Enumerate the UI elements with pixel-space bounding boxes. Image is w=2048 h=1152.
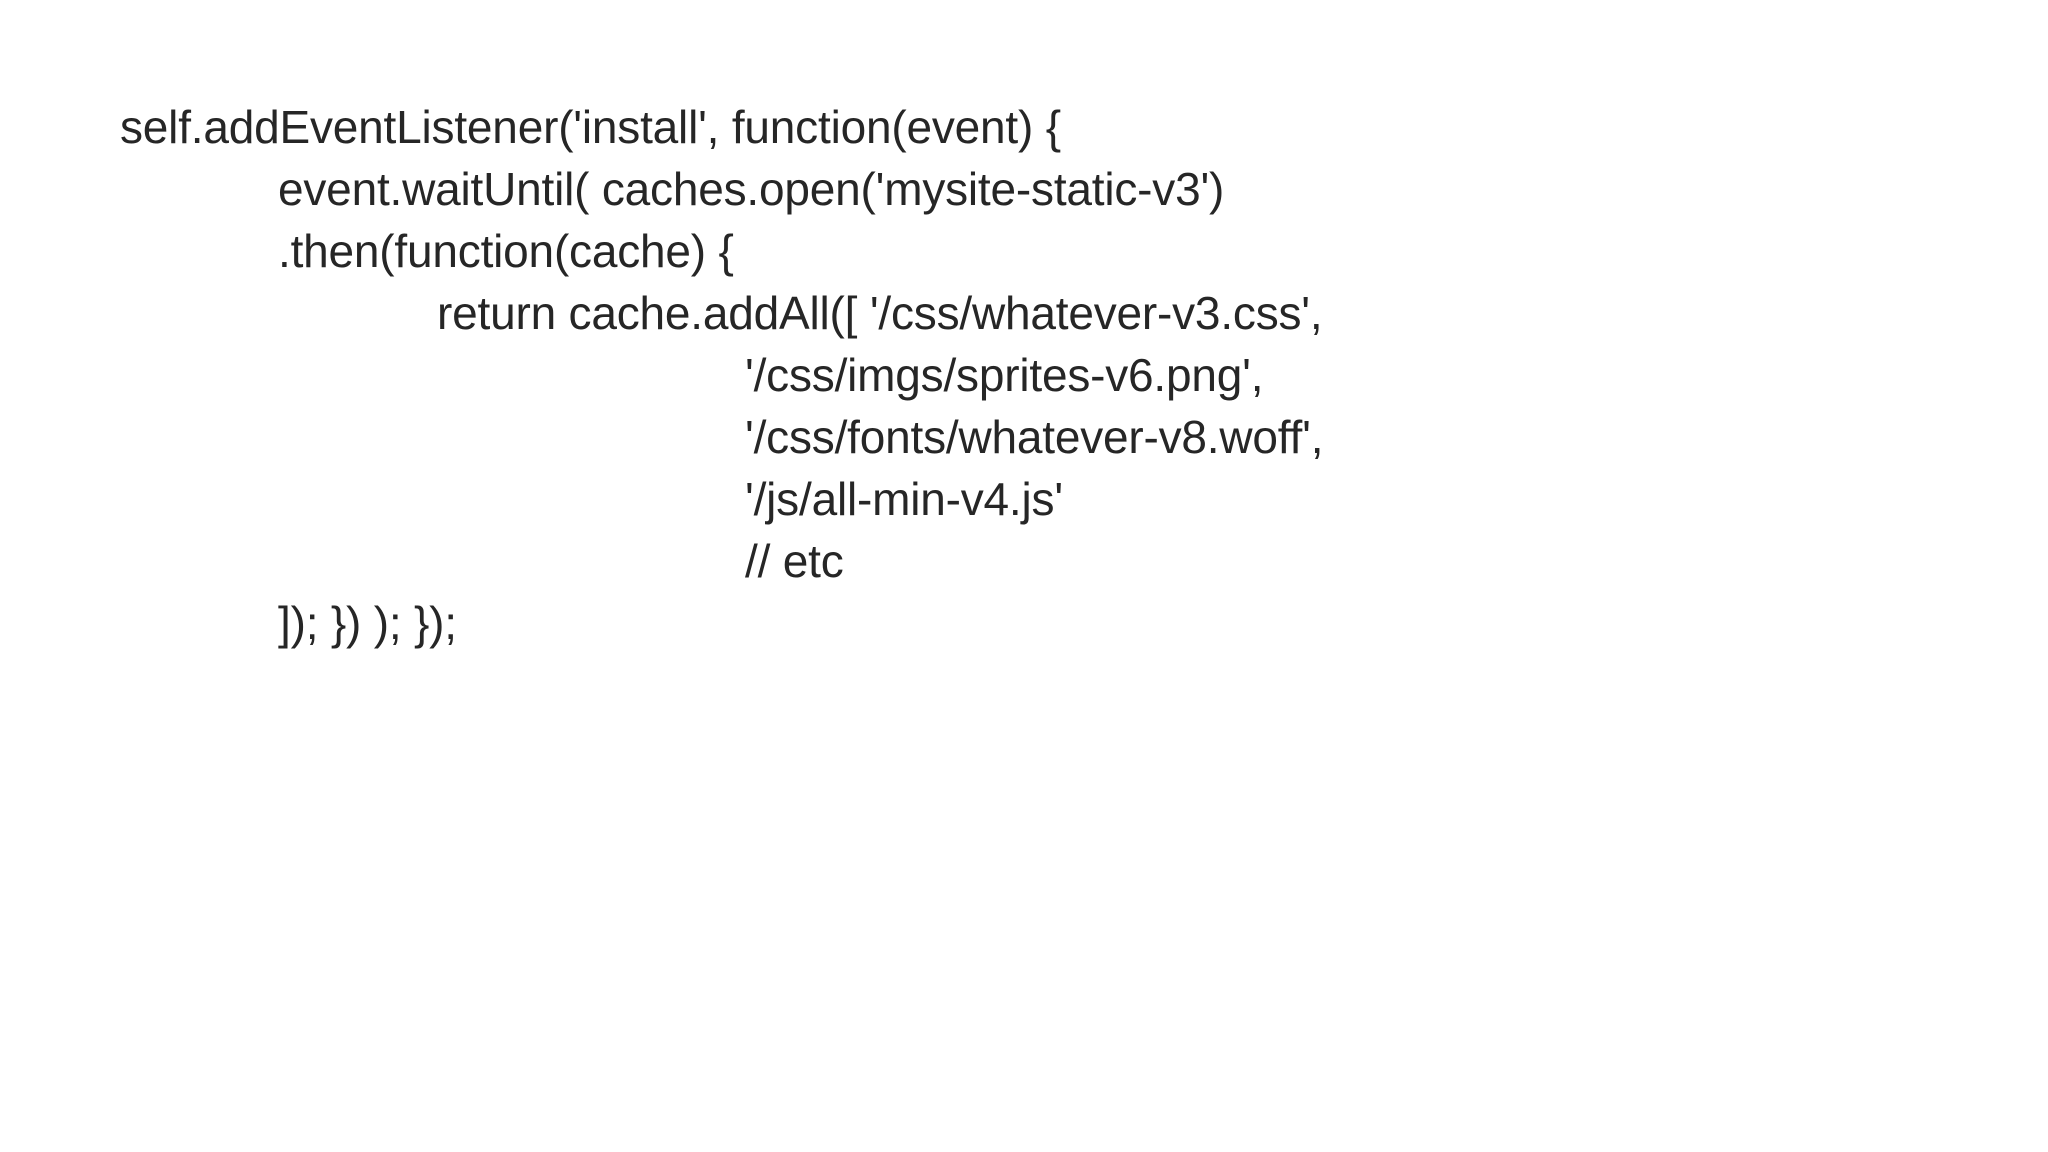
code-line-1: self.addEventListener('install', functio… <box>120 101 1061 153</box>
code-content: self.addEventListener('install', functio… <box>0 96 2048 654</box>
code-block: self.addEventListener('install', functio… <box>0 96 2048 654</box>
code-line-8-comment: // etc <box>745 535 844 587</box>
code-line-9-closers: ]); }) ); }); <box>278 597 457 649</box>
code-line-2: event.waitUntil( caches.open('mysite-sta… <box>278 163 1225 215</box>
code-line-4: return cache.addAll([ '/css/whatever-v3.… <box>437 287 1323 339</box>
code-line-7: '/js/all-min-v4.js' <box>745 473 1063 525</box>
code-line-6: '/css/fonts/whatever-v8.woff', <box>745 411 1324 463</box>
code-line-5: '/css/imgs/sprites-v6.png', <box>745 349 1264 401</box>
code-line-3: .then(function(cache) { <box>278 225 734 277</box>
